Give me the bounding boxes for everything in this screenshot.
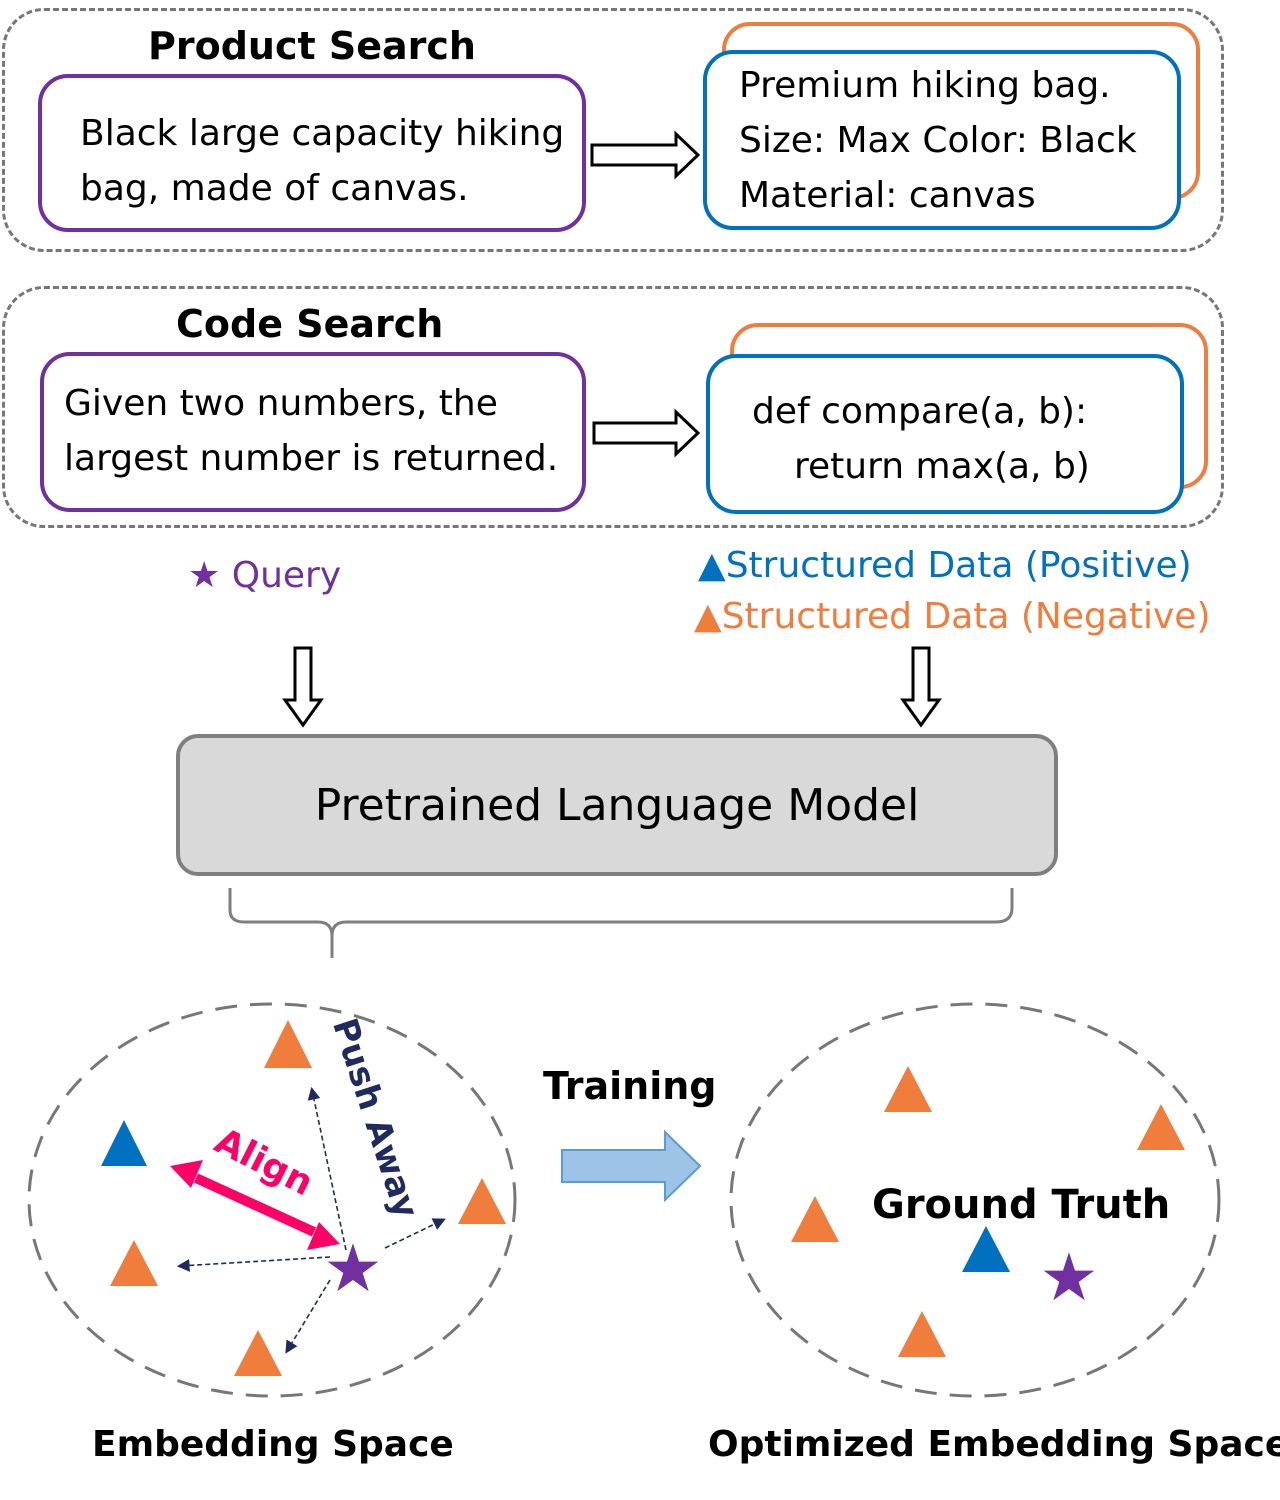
legend-negative-label: Structured Data (Negative) <box>721 596 1211 637</box>
product-query-line-1: Black large capacity hiking <box>80 113 565 154</box>
embedding-space-ellipse <box>27 1002 517 1398</box>
optimized-space-caption: Optimized Embedding Space <box>708 1424 1280 1465</box>
data-down-arrow <box>900 646 942 728</box>
positive-marker-left <box>101 1120 147 1166</box>
training-arrow <box>561 1129 702 1203</box>
ground-truth-label: Ground Truth <box>872 1182 1171 1228</box>
code-query-line-1: Given two numbers, the <box>64 383 498 424</box>
push-away-arrows <box>176 1086 446 1354</box>
optimized-space-ellipse <box>729 1002 1221 1398</box>
negative-marker-left <box>110 1020 506 1376</box>
code-data-line-1: def compare(a, b): <box>752 391 1088 432</box>
legend-negative: ▲Structured Data (Negative) <box>694 596 1211 637</box>
product-query-line-2: bag, made of canvas. <box>80 168 469 209</box>
product-data-line-3: Material: canvas <box>739 175 1036 216</box>
training-label: Training <box>543 1064 717 1108</box>
positive-marker-right <box>962 1226 1010 1272</box>
embedding-space-caption: Embedding Space <box>92 1424 454 1465</box>
query-star-icon: ★ <box>188 555 221 596</box>
code-query-line-2: largest number is returned. <box>64 438 559 479</box>
product-query-box: Black large capacity hiking bag, made of… <box>38 74 586 232</box>
product-search-section <box>2 8 1224 252</box>
legend-query: ★ Query <box>188 555 341 596</box>
product-search-title: Product Search <box>148 24 476 68</box>
pretrained-model-box: Pretrained Language Model <box>176 734 1058 876</box>
align-arrow <box>170 1160 340 1250</box>
pretrained-model-label: Pretrained Language Model <box>314 779 920 831</box>
legend-positive-label: Structured Data (Positive) <box>725 545 1192 586</box>
push-away-label: Push Away <box>324 1014 426 1223</box>
positive-triangle-icon: ▲ <box>698 545 726 586</box>
code-search-title: Code Search <box>176 302 444 346</box>
product-arrow <box>590 130 701 180</box>
query-marker-right: ★ <box>1039 1239 1098 1316</box>
model-output-brace <box>228 888 1014 958</box>
negative-marker-right <box>791 1066 1185 1357</box>
product-positive-box: Premium hiking bag. Size: Max Color: Bla… <box>703 50 1181 230</box>
code-arrow <box>592 408 701 458</box>
product-data-line-1: Premium hiking bag. <box>739 65 1111 106</box>
code-positive-box: def compare(a, b): return max(a, b) <box>706 354 1184 514</box>
product-data-line-2: Size: Max Color: Black <box>739 120 1137 161</box>
legend-positive: ▲Structured Data (Positive) <box>698 545 1192 586</box>
code-search-section <box>2 286 1224 528</box>
legend-query-label: Query <box>231 555 342 596</box>
query-down-arrow <box>282 646 324 728</box>
code-data-line-2: return max(a, b) <box>794 446 1090 487</box>
code-query-box: Given two numbers, the largest number is… <box>40 352 586 512</box>
query-marker-left: ★ <box>323 1230 382 1307</box>
negative-triangle-icon: ▲ <box>694 596 722 637</box>
